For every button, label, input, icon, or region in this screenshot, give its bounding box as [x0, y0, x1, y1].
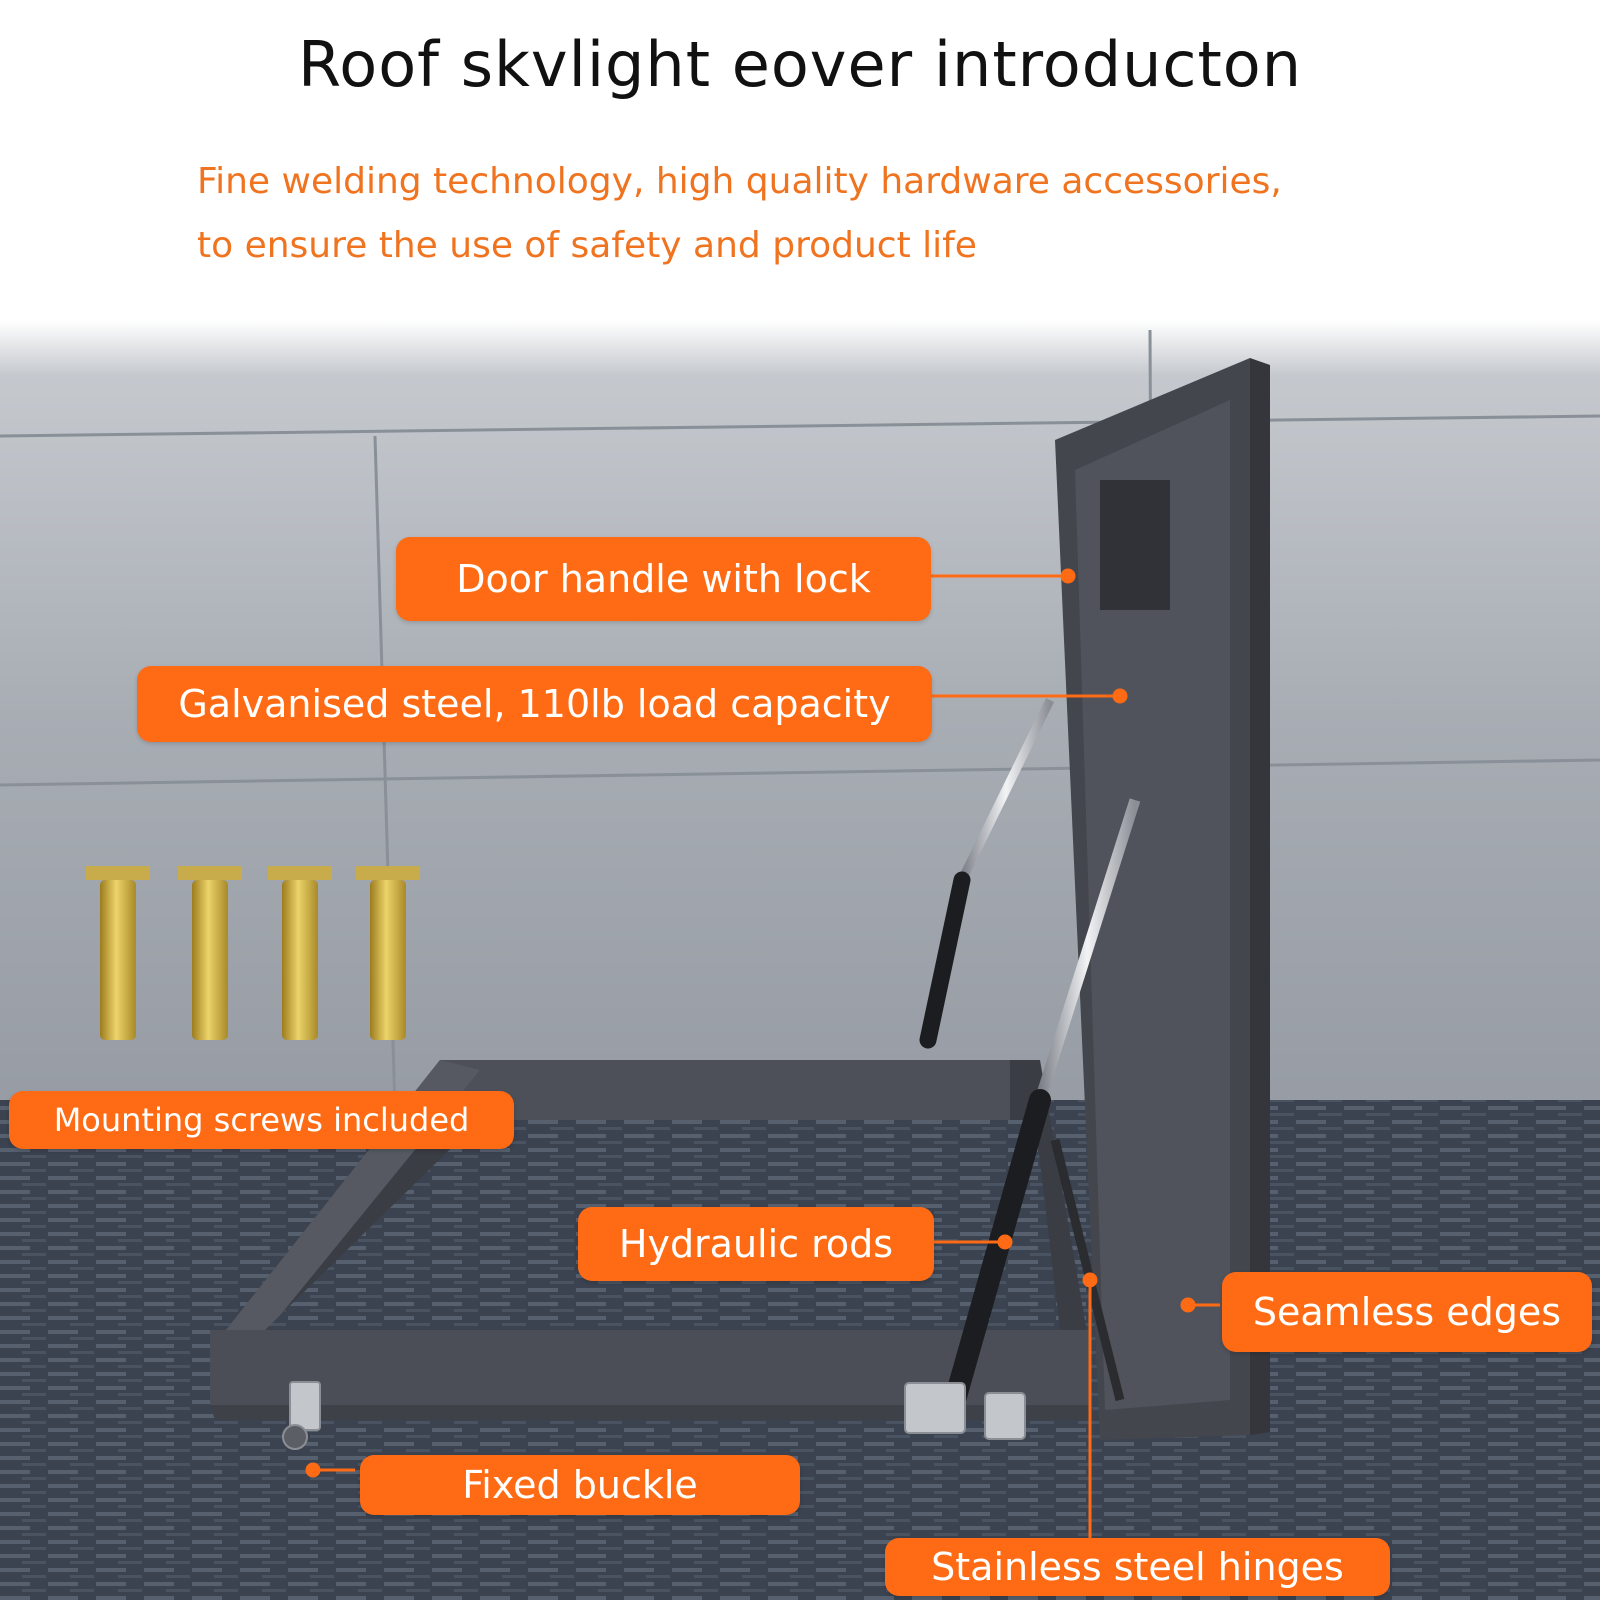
- callout-leaders: [305, 568, 1220, 1565]
- page-subtitle: Fine welding technology, high quality ha…: [197, 150, 1497, 278]
- skylight-lid: [1055, 358, 1270, 1440]
- page-title: Roof skvlight eover introducton: [298, 28, 1302, 101]
- callout-fixed-buckle: Fixed buckle: [360, 1455, 800, 1515]
- subtitle-line-1: Fine welding technology, high quality ha…: [197, 161, 1282, 202]
- hinge-plates: [282, 1381, 1026, 1450]
- callout-galvanised-steel: Galvanised steel, 110lb load capacity: [137, 666, 932, 742]
- mounting-screws-group: [86, 866, 420, 1040]
- product-photo: [0, 320, 1600, 1600]
- callout-door-handle: Door handle with lock: [396, 537, 931, 621]
- callout-stainless-hinges: Stainless steel hinges: [885, 1538, 1390, 1596]
- callout-mounting-screws: Mounting screws included: [9, 1091, 514, 1149]
- subtitle-line-2: to ensure the use of safety and product …: [197, 225, 977, 266]
- hydraulic-rods: [919, 698, 1141, 1411]
- callout-hydraulic-rods: Hydraulic rods: [578, 1207, 934, 1281]
- callout-seamless-edges: Seamless edges: [1222, 1272, 1592, 1352]
